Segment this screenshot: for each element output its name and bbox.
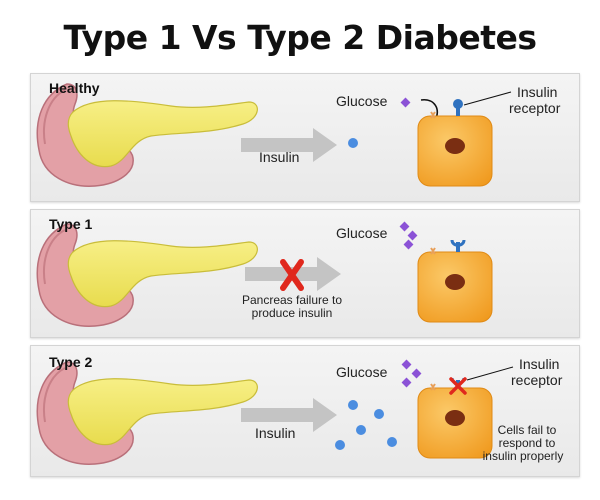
panel-label-type-2: Type 2 xyxy=(49,354,93,370)
pancreas-icon xyxy=(36,361,258,465)
panel-label-type-1: Type 1 xyxy=(49,216,93,232)
healthy-illustration xyxy=(36,83,512,187)
cells-note-line3: insulin properly xyxy=(482,449,564,463)
receptor-label-line1: Insulin xyxy=(517,84,558,100)
glucose-label: Glucose xyxy=(336,225,388,241)
panel-healthy: Healthy Glucose Insulin Insulin receptor xyxy=(30,73,580,202)
receptor-label-line1: Insulin xyxy=(519,356,560,372)
insulin-receptor-icon xyxy=(450,239,466,252)
glucose-label: Glucose xyxy=(336,93,388,109)
arrow-icon xyxy=(241,398,337,432)
insulin-label: Insulin xyxy=(259,149,300,165)
insulin-molecule-icon xyxy=(356,425,366,435)
insulin-molecule-icon xyxy=(348,138,358,148)
type-1-illustration xyxy=(36,221,493,327)
insulin-molecule-icon xyxy=(335,440,345,450)
failure-label-line2: produce insulin xyxy=(251,306,333,320)
receptor-label-line2: receptor xyxy=(509,100,561,116)
type-2-illustration xyxy=(36,359,514,465)
cells-note-line2: respond to xyxy=(498,436,556,450)
cells-note-line1: Cells fail to xyxy=(497,423,557,437)
failure-label-line1: Pancreas failure to xyxy=(241,293,343,307)
glucose-label: Glucose xyxy=(336,364,388,380)
page-title: Type 1 Vs Type 2 Diabetes xyxy=(63,18,537,57)
insulin-molecule-icon xyxy=(374,409,384,419)
glucose-molecule-icon xyxy=(401,377,412,388)
insulin-label: Insulin xyxy=(255,425,296,441)
glucose-molecule-icon xyxy=(399,221,410,232)
red-x-icon xyxy=(449,377,467,395)
receptor-label-line2: receptor xyxy=(511,372,563,388)
glucose-molecule-icon xyxy=(400,97,411,108)
glucose-molecule-icon xyxy=(411,368,422,379)
pancreas-icon xyxy=(36,223,258,327)
arrow-icon xyxy=(241,128,337,162)
glucose-molecule-icon xyxy=(403,239,414,250)
panel-label-healthy: Healthy xyxy=(49,80,100,96)
panel-type-1: Type 1 Glucose Pancreas failure to produ… xyxy=(30,209,580,338)
panel-type-2: Type 2 Glucose Insulin Insulin receptor … xyxy=(30,345,580,477)
glucose-molecule-icon xyxy=(401,359,412,370)
red-x-icon xyxy=(280,259,304,291)
pancreas-icon xyxy=(36,83,258,187)
insulin-molecule-icon xyxy=(348,400,358,410)
cell-icon xyxy=(417,251,493,323)
insulin-receptor-icon xyxy=(453,99,463,116)
glucose-molecule-icon xyxy=(407,230,418,241)
cell-icon xyxy=(417,115,493,187)
insulin-molecule-icon xyxy=(387,437,397,447)
